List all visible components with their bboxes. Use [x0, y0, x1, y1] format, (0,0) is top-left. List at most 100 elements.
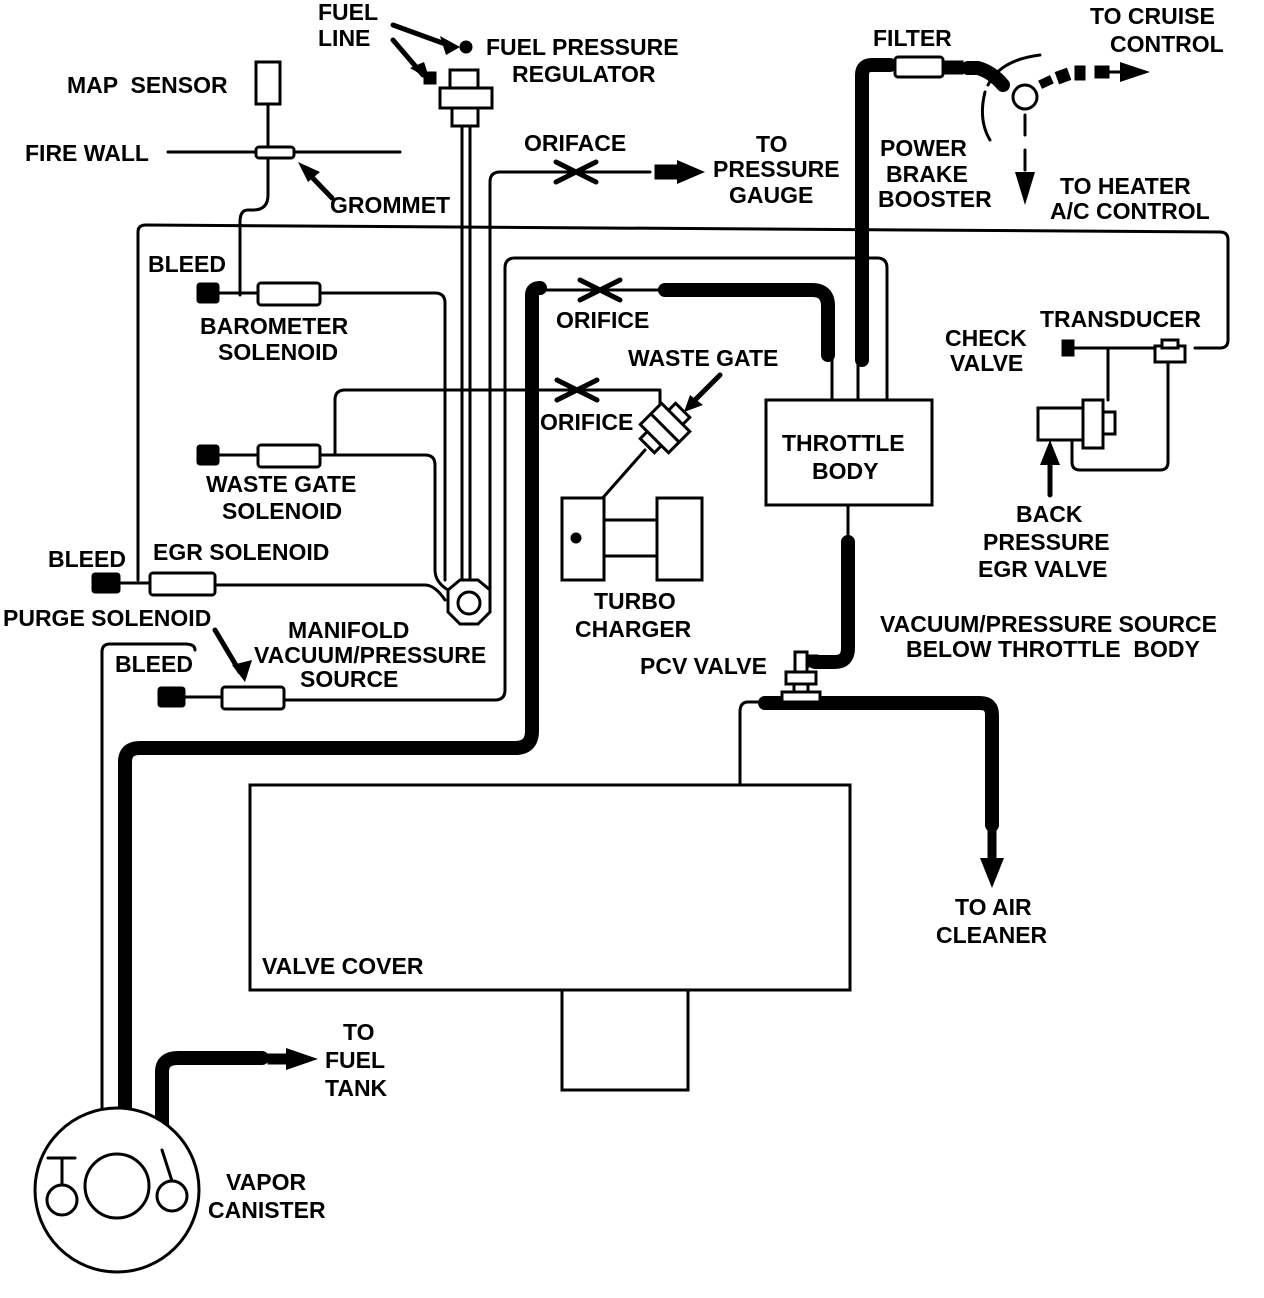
pcv-valve: [780, 650, 822, 704]
label-waste-gate-solenoid-2: SOLENOID: [222, 498, 342, 524]
label-to-fuel-tank-3: TANK: [325, 1075, 388, 1101]
waste-gate-bleed: [196, 444, 220, 466]
label-power-brake-booster-2: BRAKE: [886, 161, 968, 187]
manifold-vacuum-source: [446, 578, 492, 626]
label-fuel-line-2: LINE: [318, 25, 370, 51]
label-fuel-pressure-regulator-1: FUEL PRESSURE: [486, 34, 679, 60]
air-cleaner-arrow: [980, 858, 1004, 888]
back-pressure-egr-valve: [1036, 398, 1117, 450]
label-orifice-2: ORIFICE: [540, 409, 633, 435]
fuel-pressure-regulator: [423, 40, 494, 128]
label-turbo-charger-1: TURBO: [594, 588, 676, 614]
label-bleed-3: BLEED: [115, 651, 193, 677]
map-sensor-hose: [238, 103, 270, 297]
label-filter: FILTER: [873, 25, 952, 51]
label-to-cruise-control-1: TO CRUISE: [1090, 3, 1215, 29]
egr-solenoid: [148, 571, 217, 597]
label-to-fuel-tank-1: TO: [343, 1019, 375, 1045]
label-manifold-1: MANIFOLD: [288, 617, 409, 643]
label-oriface: ORIFACE: [524, 130, 626, 156]
label-throttle-body-1: THROTTLE: [782, 430, 905, 456]
label-fire-wall: FIRE WALL: [25, 140, 149, 166]
label-to-pressure-gauge-2: PRESSURE: [713, 156, 840, 182]
label-waste-gate-solenoid-1: WASTE GATE: [206, 471, 356, 497]
label-vapor-canister-2: CANISTER: [208, 1197, 326, 1223]
egr-solenoid-hose: [213, 583, 447, 602]
egr-bleed: [91, 572, 121, 594]
vapor-canister: [33, 1106, 201, 1274]
egr-arrow: [1040, 440, 1060, 465]
grommet-arrow: [298, 162, 320, 182]
labels: FUEL LINE FUEL PRESSURE REGULATOR FILTER…: [3, 0, 1224, 1223]
label-purge-solenoid: PURGE SOLENOID: [3, 605, 211, 631]
label-bleed-2: BLEED: [48, 546, 126, 572]
label-check-valve-2: VALVE: [950, 350, 1023, 376]
brake-booster-hose: [855, 58, 897, 367]
orifice-1: [538, 277, 667, 303]
arrows: [232, 36, 1150, 1070]
label-vapor-canister-1: VAPOR: [226, 1169, 306, 1195]
label-to-heater-2: A/C CONTROL: [1050, 198, 1210, 224]
fuel-tank-hose: [155, 1051, 269, 1155]
label-to-pressure-gauge-1: TO: [756, 131, 788, 157]
fuel-filter: [893, 55, 945, 79]
label-to-air-cleaner-2: CLEANER: [936, 922, 1048, 948]
label-valve-cover: VALVE COVER: [262, 953, 424, 979]
label-bleed-1: BLEED: [148, 251, 226, 277]
label-barometer-solenoid-1: BAROMETER: [200, 313, 349, 339]
label-power-brake-booster-3: BOOSTER: [878, 186, 992, 212]
purge-solenoid: [220, 685, 286, 711]
label-vacuum-source-1: VACUUM/PRESSURE SOURCE: [880, 611, 1217, 637]
label-vacuum-source-2: BELOW THROTTLE BODY: [906, 636, 1200, 662]
filter-outlet-hose: [961, 61, 1010, 92]
waste-gate-arrow: [684, 395, 703, 412]
fuel-arrow-2: [410, 62, 430, 80]
pressure-gauge-arrow: [677, 160, 705, 184]
label-to-heater-1: TO HEATER: [1060, 173, 1191, 199]
label-grommet: GROMMET: [330, 192, 450, 218]
label-waste-gate: WASTE GATE: [628, 345, 778, 371]
grommet: [254, 145, 296, 160]
pcv-thick-hose: [808, 535, 855, 669]
waste-gate-actuator: [638, 401, 692, 455]
orifice-2: [554, 377, 600, 403]
orifice-throttle-hose: [658, 283, 835, 362]
heater-arrow: [1015, 172, 1035, 205]
label-throttle-body-2: BODY: [812, 458, 878, 484]
thin-hoses: [100, 22, 1230, 1120]
purge-bleed: [157, 686, 186, 708]
label-manifold-3: SOURCE: [300, 666, 398, 692]
turbo-charger: [560, 496, 704, 582]
label-egr-solenoid: EGR SOLENOID: [153, 539, 329, 565]
fuel-arrow-1: [440, 36, 460, 55]
barometer-solenoid: [256, 281, 322, 307]
pcv-cover-hose: [738, 700, 782, 787]
cruise-control-arrow: [1120, 62, 1150, 82]
barometer-solenoid-hose: [318, 291, 447, 582]
canister-purge-hose: [118, 281, 547, 1155]
label-back-pressure-3: EGR VALVE: [978, 556, 1108, 582]
label-map-sensor: MAP SENSOR: [67, 72, 228, 98]
label-transducer: TRANSDUCER: [1040, 306, 1201, 332]
cruise-control-tee: [980, 53, 1086, 142]
oriface-pressure-gauge: [553, 159, 599, 185]
label-barometer-solenoid-2: SOLENOID: [218, 339, 338, 365]
transducer: [1153, 338, 1187, 364]
label-pcv-valve: PCV VALVE: [640, 653, 767, 679]
label-turbo-charger-2: CHARGER: [575, 616, 692, 642]
transducer-egr-hose: [1070, 360, 1170, 472]
valve-cover-base: [560, 988, 690, 1092]
label-back-pressure-1: BACK: [1016, 501, 1083, 527]
purge-arrow: [232, 660, 252, 682]
throttle-body: [764, 398, 934, 507]
label-to-fuel-tank-2: FUEL: [325, 1047, 385, 1073]
label-orifice-1: ORIFICE: [556, 307, 649, 333]
fuel-line-pointer-1: [390, 22, 451, 48]
waste-gate-solenoid-hose: [318, 453, 450, 592]
filter-outlet: [942, 60, 964, 75]
purge-canister-hose: [100, 642, 197, 1120]
label-power-brake-booster-1: POWER: [880, 135, 967, 161]
waste-gate-orifice-hose: [333, 388, 662, 457]
label-fuel-pressure-regulator-2: REGULATOR: [512, 61, 656, 87]
